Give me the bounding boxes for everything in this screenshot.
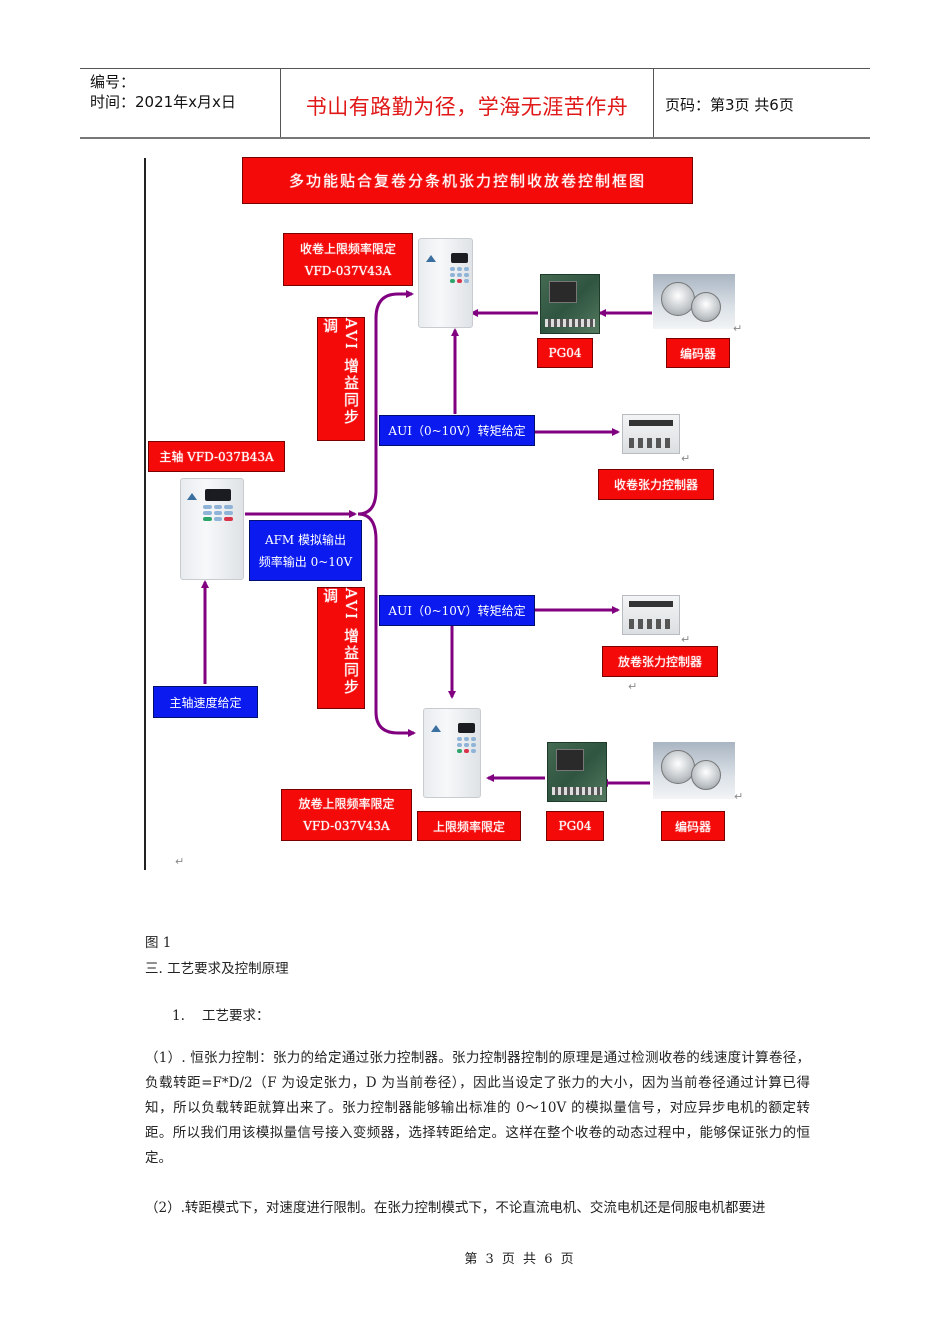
- top-encoder-image: [653, 274, 735, 329]
- header-page-cell: 页码：第3页 共6页: [655, 69, 870, 137]
- paragraph-mark-icon: ↵: [734, 790, 744, 803]
- diagram-title-text: 多功能贴合复卷分条机张力控制收放卷控制框图: [288, 172, 646, 190]
- controller-buttons: [629, 619, 673, 629]
- bottom-pg04-text: PG04: [558, 819, 592, 833]
- top-limit-line2: VFD-037V43A: [304, 263, 392, 278]
- main-spindle-text: 主轴 VFD-037B43A: [159, 450, 274, 464]
- paragraph-mark-icon: ↵: [681, 633, 691, 646]
- bottom-tension-controller-image: [622, 595, 680, 635]
- top-limit-line1: 收卷上限频率限定: [299, 241, 396, 256]
- vfd-keypad: [450, 267, 469, 283]
- spindle-speed-setting-box: 主轴速度给定: [153, 686, 258, 718]
- arrow-junction-to-top-vfd: [357, 290, 414, 516]
- vfd-keypad: [203, 505, 233, 521]
- bottom-limit-box: 放卷上限频率限定 VFD-037V43A: [281, 789, 412, 841]
- top-limit-box: 收卷上限频率限定 VFD-037V43A: [283, 233, 413, 286]
- afm-output-box: AFM 模拟输出 频率输出 0~10V: [249, 520, 362, 581]
- bottom-avi-gain-box: AVI 增益同步调: [317, 587, 365, 709]
- document-date: 时间：2021年x月x日: [90, 93, 236, 111]
- vfd-display: [205, 489, 231, 501]
- figure-caption: 图 1: [145, 935, 172, 951]
- bottom-pg04-board: [547, 742, 607, 802]
- bottom-upper-limit-box: 上限频率限定: [417, 811, 521, 841]
- page-header: 编号： 时间：2021年x月x日 书山有路勤为径，学海无涯苦作舟 页码：第3页 …: [80, 68, 870, 139]
- bottom-limit-line1: 放卷上限频率限定: [298, 797, 395, 811]
- paragraph-constant-tension: （1）. 恒张力控制：张力的给定通过张力控制器。张力控制器控制的原理是通过检测收…: [145, 1050, 810, 1166]
- section-heading: 三. 工艺要求及控制原理: [145, 961, 289, 977]
- document-number: 编号：: [90, 73, 136, 91]
- bottom-aui-torque-box: AUI（0~10V）转矩给定: [379, 595, 535, 626]
- top-pg04-label: PG04: [537, 338, 593, 368]
- top-aui-torque-text: AUI（0~10V）转矩给定: [388, 424, 526, 438]
- bottom-encoder-text: 编码器: [674, 819, 711, 834]
- page-footer: 第 3 页 共 6 页: [464, 1252, 576, 1267]
- page-number: 页码：第3页 共6页: [665, 96, 794, 114]
- controller-buttons: [629, 438, 673, 448]
- encoder-cylinder-icon: [661, 750, 695, 784]
- top-tension-controller-image: [622, 414, 680, 454]
- top-pg04-text: PG04: [548, 346, 582, 360]
- paragraph-mark-icon: ↵: [175, 855, 185, 868]
- vfd-display: [451, 253, 468, 263]
- top-avi-gain-text: AVI 增益同步调: [321, 318, 360, 426]
- main-vfd-inverter: [180, 478, 244, 580]
- main-spindle-label: 主轴 VFD-037B43A: [148, 441, 285, 472]
- top-tension-controller-label: 收卷张力控制器: [598, 469, 714, 500]
- bottom-tension-controller-text: 放卷张力控制器: [617, 655, 702, 669]
- controller-display: [629, 601, 673, 607]
- paragraph-mark-icon: ↵: [733, 322, 743, 335]
- bottom-encoder-image: [653, 742, 735, 799]
- delta-logo-icon: [426, 255, 436, 262]
- vfd-keypad: [457, 737, 476, 753]
- bottom-pg04-label: PG04: [546, 811, 604, 841]
- delta-logo-icon: [187, 493, 197, 500]
- diagram-left-border: [144, 158, 146, 870]
- bottom-limit-line2: VFD-037V43A: [303, 819, 390, 833]
- top-pg04-board: [540, 274, 600, 334]
- afm-line1: AFM 模拟输出: [264, 532, 347, 547]
- bottom-aui-torque-text: AUI（0~10V）转矩给定: [388, 604, 526, 618]
- top-aui-torque-box: AUI（0~10V）转矩给定: [379, 415, 535, 446]
- top-encoder-label: 编码器: [666, 338, 730, 368]
- top-tension-controller-text: 收卷张力控制器: [613, 478, 698, 492]
- delta-logo-icon: [431, 725, 441, 732]
- header-info-cell: 编号： 时间：2021年x月x日: [80, 69, 281, 137]
- top-encoder-text: 编码器: [679, 346, 716, 361]
- encoder-cylinder-icon: [661, 282, 695, 316]
- paragraph-mark-icon: ↵: [628, 680, 638, 693]
- bottom-tension-controller-label: 放卷张力控制器: [602, 646, 718, 677]
- top-avi-gain-box: AVI 增益同步调: [317, 317, 365, 441]
- arrow-junction-to-bottom-vfd: [357, 512, 416, 737]
- header-motto-cell: 书山有路勤为径，学海无涯苦作舟: [281, 69, 654, 137]
- encoder-cylinder-icon: [691, 292, 721, 322]
- vfd-display: [458, 723, 475, 733]
- top-vfd-inverter: [418, 238, 473, 328]
- diagram-title: 多功能贴合复卷分条机张力控制收放卷控制框图: [242, 157, 693, 204]
- paragraph-mark-icon: ↵: [681, 452, 691, 465]
- bottom-upper-limit-text: 上限频率限定: [432, 819, 505, 834]
- afm-line2: 频率输出 0~10V: [258, 554, 353, 569]
- motto: 书山有路勤为径，学海无涯苦作舟: [305, 95, 629, 119]
- diagram-arrows: [201, 290, 652, 787]
- bottom-encoder-label: 编码器: [661, 811, 725, 841]
- paragraph-torque-mode: （2）.转距模式下，对速度进行限制。在张力控制模式下，不论直流电机、交流电机还是…: [145, 1200, 766, 1216]
- bottom-avi-gain-text: AVI 增益同步调: [321, 588, 360, 696]
- encoder-cylinder-icon: [691, 760, 721, 790]
- controller-display: [629, 420, 673, 426]
- spindle-speed-setting-text: 主轴速度给定: [169, 695, 242, 710]
- list-item-process-requirements: 1. 工艺要求：: [172, 1008, 270, 1024]
- bottom-vfd-inverter: [423, 708, 481, 798]
